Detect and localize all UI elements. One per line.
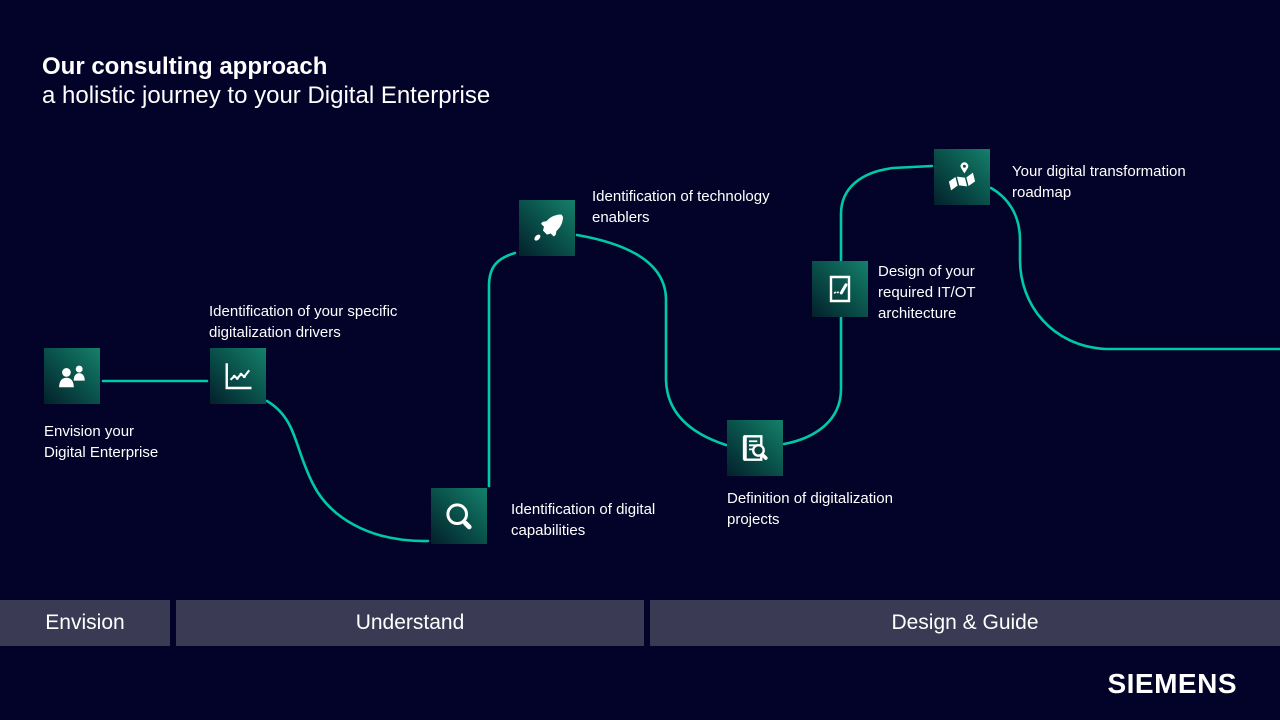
path-segment-4: [575, 233, 728, 447]
phase-label: Understand: [355, 611, 465, 634]
phase-label: Design & Guide: [891, 611, 1039, 634]
path-segment-2: [265, 399, 430, 543]
step-label-digitalization-drivers: Identification of your specific digitali…: [209, 303, 398, 341]
step-label-digital-capabilities: Identification of digital capabilities: [511, 501, 656, 539]
document-magnifier-icon: [727, 420, 783, 476]
step-label-technology-enablers: Identification of technology enablers: [592, 188, 770, 226]
step-label-itot-architecture: Design of your required IT/OT architectu…: [878, 263, 976, 322]
phase-label: Envision: [45, 611, 125, 634]
phase-bar-envision: Envision: [0, 600, 170, 646]
title-main: Our consulting approach: [42, 53, 328, 80]
path-segment-5: [782, 164, 934, 446]
map-pin-icon: [934, 149, 990, 205]
path-segment-6: [989, 186, 1280, 351]
magnifier-icon: [431, 488, 487, 544]
path-segment-3: [487, 251, 517, 488]
step-label-envision-digital-enterprise: Envision your Digital Enterprise: [44, 423, 159, 461]
step-label-transformation-roadmap: Your digital transformation roadmap: [1012, 163, 1186, 201]
step-label-digitalization-projects: Definition of digitalization projects: [727, 490, 893, 528]
title-subtitle: a holistic journey to your Digital Enter…: [42, 82, 491, 109]
page-title: Our consulting approach a holistic journ…: [42, 52, 490, 110]
rocket-icon: [519, 200, 575, 256]
line-chart-icon: [210, 348, 266, 404]
people-icon: [44, 348, 100, 404]
document-pen-icon: [812, 261, 868, 317]
phase-bar-understand: Understand: [176, 600, 644, 646]
siemens-logo: SIEMENS: [1107, 668, 1237, 699]
phase-bar-design-guide: Design & Guide: [650, 600, 1280, 646]
